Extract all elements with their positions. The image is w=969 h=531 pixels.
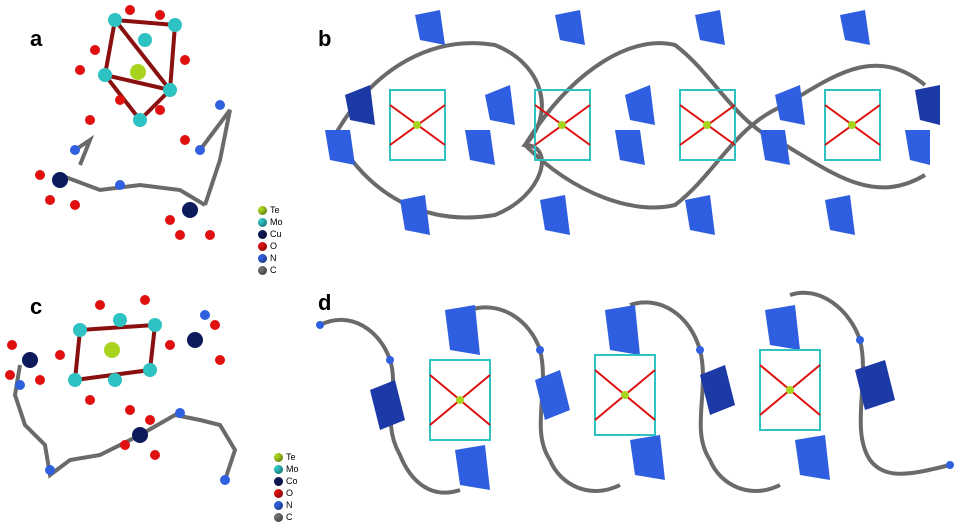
mo-atoms-a xyxy=(98,13,182,127)
legend-item: Te xyxy=(258,204,283,216)
legend-item: O xyxy=(258,240,283,252)
te-atoms-b xyxy=(413,121,856,129)
ligand-chain-b xyxy=(333,41,927,220)
legend-item: C xyxy=(274,511,299,523)
legend-label: Co xyxy=(286,476,298,486)
legend-label: Te xyxy=(270,205,280,215)
clusters-b xyxy=(389,89,881,161)
legend-item: N xyxy=(274,499,299,511)
legend-swatch xyxy=(258,217,267,227)
clusters-d xyxy=(429,349,821,441)
panel-label-d: d xyxy=(318,290,332,315)
ligand-bonds-c xyxy=(12,364,238,481)
legend-item: Mo xyxy=(274,463,299,475)
legend-label: C xyxy=(286,512,293,522)
legend-item: Mo xyxy=(258,216,283,228)
polyhedra-d xyxy=(370,305,895,490)
legend-swatch xyxy=(258,205,267,215)
legend-label: Cu xyxy=(270,229,282,239)
legend-item: O xyxy=(274,487,299,499)
legend-item: Te xyxy=(274,451,299,463)
legend-panel-c: Te Mo Co O N C xyxy=(274,451,299,523)
o-atoms-a xyxy=(75,5,190,145)
n-atoms-d xyxy=(316,321,954,469)
te-atoms-d xyxy=(456,386,794,404)
legend-label: Mo xyxy=(270,217,283,227)
te-atom-a xyxy=(130,64,146,80)
panel-label-a: a xyxy=(30,26,43,51)
legend-swatch xyxy=(258,229,267,239)
legend-label: Te xyxy=(286,452,296,462)
panel-label-c: c xyxy=(30,294,43,319)
legend-swatch xyxy=(258,265,267,275)
cu-o-atoms-a xyxy=(35,170,215,240)
legend-label: N xyxy=(286,500,293,510)
legend-swatch xyxy=(274,500,283,510)
n-atoms-a xyxy=(70,100,225,190)
polyhedra-b xyxy=(325,10,940,235)
legend-item: C xyxy=(258,264,283,276)
legend-item: Cu xyxy=(258,228,283,240)
mo-atoms-c xyxy=(68,313,162,387)
legend-label: Mo xyxy=(286,464,299,474)
panel-a-structure xyxy=(35,5,232,240)
panel-c-structure xyxy=(5,295,238,485)
te-atom-c xyxy=(104,342,120,358)
cu-atoms-a xyxy=(52,172,198,218)
legend-swatch xyxy=(274,488,283,498)
legend-swatch xyxy=(274,452,283,462)
legend-item: N xyxy=(258,252,283,264)
legend-swatch xyxy=(274,464,283,474)
legend-item: Co xyxy=(274,475,299,487)
legend-label: O xyxy=(270,241,278,251)
panel-d-structure xyxy=(316,290,954,495)
panel-label-b: b xyxy=(318,26,332,51)
legend-label: N xyxy=(270,253,277,263)
legend-swatch xyxy=(258,241,267,251)
co-atoms-c xyxy=(22,332,203,443)
legend-swatch xyxy=(274,512,283,522)
legend-swatch xyxy=(274,476,283,486)
o-atoms-c xyxy=(5,295,225,460)
legend-swatch xyxy=(258,253,267,263)
legend-label: C xyxy=(270,265,277,275)
panel-b-structure xyxy=(325,10,940,235)
n-atoms-c xyxy=(15,310,230,485)
legend-label: O xyxy=(286,488,294,498)
legend-panel-a: Te Mo Cu O N C xyxy=(258,204,283,276)
ligand-bonds-a xyxy=(59,108,232,207)
